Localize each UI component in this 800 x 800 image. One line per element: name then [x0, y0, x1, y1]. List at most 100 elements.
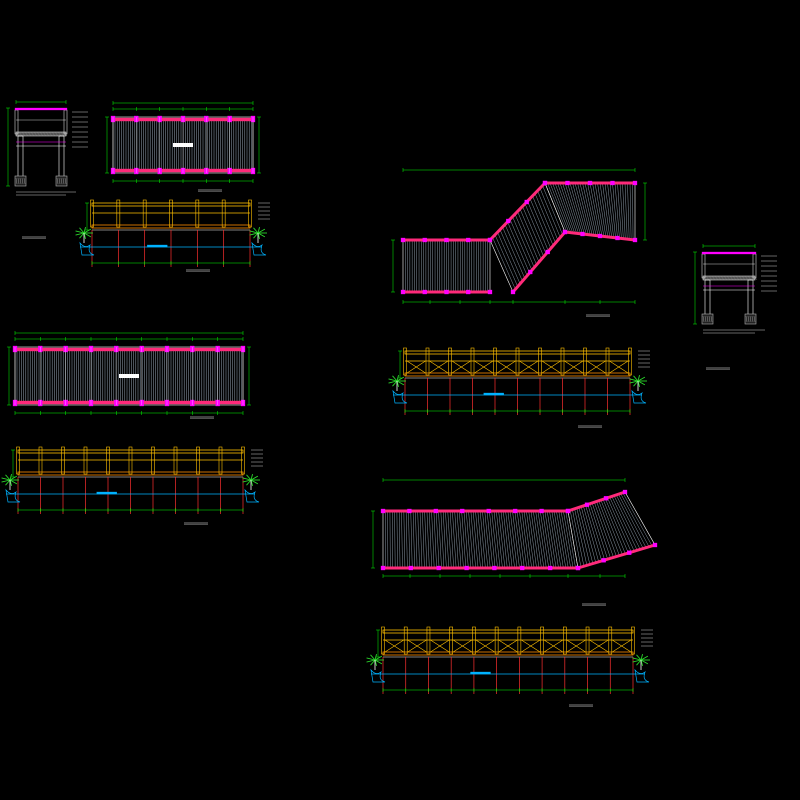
tree-frond: [396, 376, 405, 382]
elevation-small: [75, 199, 270, 272]
section-hatch: [747, 275, 752, 281]
plan-bent-upper: [391, 168, 647, 317]
cross-brace: [429, 360, 449, 374]
rail-post: [506, 218, 511, 224]
footing-stipple: [60, 177, 63, 185]
railing-post: [470, 347, 475, 376]
section-hatch: [705, 275, 710, 281]
section-hatch: [711, 275, 716, 281]
deck-plank: [611, 496, 638, 551]
deck-plank: [589, 182, 601, 237]
tree-icon: [242, 473, 260, 490]
deck-plank: [619, 182, 624, 239]
deck-plank: [602, 499, 626, 554]
deck-plank: [507, 510, 515, 569]
cross-brace: [406, 360, 426, 374]
elevation-mid: [388, 347, 650, 428]
section-hatch: [39, 131, 44, 137]
deck-plank: [580, 506, 596, 563]
river-bank: [370, 668, 386, 683]
deck-plank: [505, 510, 513, 569]
tree-frond: [640, 653, 643, 661]
tree-frond: [637, 376, 646, 382]
railing-post: [83, 446, 88, 475]
section-hatch: [30, 131, 35, 137]
tree-frond: [83, 232, 92, 238]
cross-brace: [589, 639, 609, 653]
tree-frond: [242, 479, 252, 483]
deck-plank: [509, 219, 533, 271]
plan-long: [7, 331, 251, 419]
top-rail: [91, 202, 251, 207]
deck-plank: [534, 193, 556, 243]
plan-label-block: [173, 143, 193, 147]
railing-post: [241, 446, 245, 475]
deck-plank: [527, 201, 549, 252]
railing-post: [540, 626, 544, 655]
deck-plank: [569, 182, 585, 235]
deck-plank: [565, 510, 576, 569]
deck-plank: [632, 182, 634, 240]
deck-plank: [629, 182, 632, 240]
rail-post: [492, 565, 497, 571]
deck-plank: [622, 182, 626, 239]
tree-frond: [242, 477, 252, 481]
tree-frond: [83, 228, 92, 234]
tree-icon: [366, 653, 384, 670]
tree-frond: [388, 378, 398, 382]
railing-post: [448, 347, 452, 376]
deck-plank: [461, 510, 467, 569]
section-hatch: [708, 275, 713, 281]
footing-stipple: [710, 315, 713, 323]
section-hatch: [45, 131, 50, 137]
cross-brace: [453, 639, 473, 653]
deck-plank: [546, 510, 557, 569]
deck-plank: [433, 510, 437, 569]
deck-plank: [544, 510, 554, 569]
deck-plank: [587, 182, 599, 236]
deck-plank: [424, 510, 428, 569]
tree-frond: [250, 473, 253, 481]
rail-post: [464, 565, 469, 571]
plan-label-block: [119, 374, 139, 378]
deck-plank: [484, 510, 491, 569]
tree-frond: [640, 659, 649, 665]
deck-plank: [598, 500, 620, 556]
tree-frond: [250, 475, 259, 481]
deck-plank: [574, 508, 588, 566]
section-hatch: [27, 131, 32, 137]
deck-plank: [594, 182, 605, 237]
deck-plank: [554, 182, 573, 233]
tree-frond: [83, 226, 86, 234]
river-bank: [244, 488, 260, 503]
rail-post: [466, 237, 471, 243]
deck-plank: [592, 182, 603, 237]
edge-beam: [14, 347, 244, 352]
rail-post: [597, 233, 603, 239]
railing-post: [563, 626, 567, 655]
cross-brace: [521, 639, 541, 653]
section-right: [693, 244, 777, 370]
rail-post: [584, 502, 590, 507]
deck-plank: [512, 510, 520, 569]
railing-post: [218, 446, 223, 475]
tree-frond: [637, 380, 646, 386]
deck-plank: [537, 510, 547, 569]
deck-plank: [442, 510, 447, 569]
deck-plank: [524, 203, 547, 254]
deck-plank: [514, 510, 523, 569]
deck-plank: [627, 182, 630, 240]
deck-plank: [607, 182, 614, 238]
deck-plank: [572, 182, 587, 235]
deck-plank: [438, 510, 442, 569]
rail-post: [528, 269, 533, 275]
deck-plank: [422, 510, 425, 569]
rail-post: [622, 489, 628, 495]
deck-plank: [585, 505, 602, 561]
railing-post: [142, 199, 147, 228]
deck-plank: [459, 510, 464, 569]
edge-beam: [511, 231, 567, 293]
river-bank: [79, 241, 95, 256]
deck-beam: [17, 471, 244, 476]
